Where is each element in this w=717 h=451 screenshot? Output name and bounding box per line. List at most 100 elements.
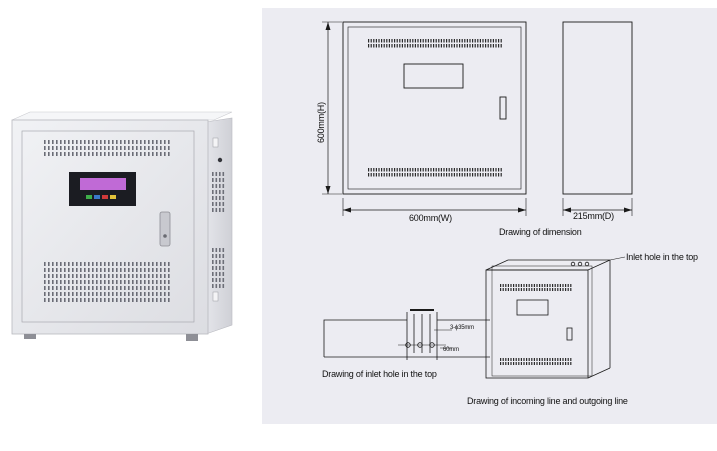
vent-slot (120, 140, 122, 144)
vent-slot (148, 146, 150, 150)
vent-slot (152, 140, 154, 144)
vent-slot (120, 262, 122, 266)
vent-slot (539, 284, 541, 287)
vent-slot (72, 280, 74, 284)
vent-slot (541, 288, 543, 291)
vent-slot (144, 274, 146, 278)
vent-slot (414, 44, 416, 48)
vent-slot (64, 292, 66, 296)
vent-slot (541, 358, 543, 361)
vent-slot (132, 152, 134, 156)
vent-slot (472, 44, 474, 48)
vent-slot (136, 146, 138, 150)
vent-slot (513, 358, 515, 361)
vent-slot (80, 262, 82, 266)
vent-slot (386, 173, 388, 177)
vent-slot (430, 173, 432, 177)
vent-slot (567, 362, 569, 365)
vent-slot (128, 262, 130, 266)
vent-slot (92, 274, 94, 278)
vent-slot (492, 44, 494, 48)
vent-slot (96, 268, 98, 272)
vent-slot (498, 168, 500, 172)
vent-slot (523, 284, 525, 287)
vent-slot (92, 292, 94, 296)
vent-slot (513, 284, 515, 287)
vent-slot (570, 288, 572, 291)
vent-slot (100, 146, 102, 150)
vent-slot (451, 39, 453, 43)
vent-slot (156, 286, 158, 290)
vent-slot (80, 292, 82, 296)
vent-slot (44, 152, 46, 156)
vent-slot (554, 288, 556, 291)
vent-slot (368, 39, 370, 43)
vent-slot (474, 39, 476, 43)
vent-slot (212, 248, 214, 252)
vent-slot (132, 280, 134, 284)
vent-slot (474, 44, 476, 48)
vent-slot (92, 146, 94, 150)
vent-slot (485, 44, 487, 48)
vent-slot (156, 280, 158, 284)
vent-slot (215, 248, 218, 252)
vent-slot (222, 178, 225, 182)
vent-slot (116, 274, 118, 278)
vent-slot (438, 44, 440, 48)
vent-slot (124, 146, 126, 150)
vent-slot (391, 39, 393, 43)
vent-slot (116, 146, 118, 150)
vent-slot (136, 280, 138, 284)
side-socket-lower (212, 291, 219, 302)
vent-slot (474, 173, 476, 177)
vent-slot (381, 39, 383, 43)
vent-slot (88, 262, 90, 266)
vent-slot (116, 268, 118, 272)
vent-slot (448, 44, 450, 48)
vent-slot (108, 274, 110, 278)
vent-slot (104, 146, 106, 150)
cabinet-foot-left (24, 334, 36, 339)
vent-slot (148, 140, 150, 144)
drawing-dimension-caption: Drawing of dimension (499, 227, 582, 237)
vent-slot (557, 288, 559, 291)
vent-slot (120, 274, 122, 278)
vent-slot (152, 298, 154, 302)
vent-slot (472, 173, 474, 177)
vent-slot (433, 39, 435, 43)
vent-slot (570, 362, 572, 365)
vent-slot (485, 173, 487, 177)
depth-dimension-label: 215mm(D) (573, 211, 614, 221)
vent-slot (112, 262, 114, 266)
vent-slot (156, 298, 158, 302)
door-handle (159, 211, 171, 247)
vent-slot (498, 39, 500, 43)
iso-bottom-vent (500, 358, 572, 365)
vent-slot (215, 184, 218, 188)
vent-slot (448, 173, 450, 177)
vent-slot (370, 44, 372, 48)
vent-slot (401, 39, 403, 43)
vent-slot (108, 140, 110, 144)
vent-slot (96, 274, 98, 278)
vent-slot (425, 168, 427, 172)
vent-slot (505, 288, 507, 291)
front-view-handle (499, 96, 507, 120)
vent-slot (72, 140, 74, 144)
vent-slot (533, 288, 535, 291)
vent-slot (96, 292, 98, 296)
vent-slot (164, 292, 166, 296)
vent-slot (222, 254, 225, 258)
vent-slot (52, 262, 54, 266)
vent-slot (500, 284, 502, 287)
vent-slot (168, 280, 170, 284)
vent-slot (120, 268, 122, 272)
vent-slot (222, 278, 225, 282)
vent-slot (212, 172, 214, 176)
vent-slot (388, 173, 390, 177)
vent-slot (52, 140, 54, 144)
vent-slot (427, 39, 429, 43)
vent-slot (552, 288, 554, 291)
vent-slot (108, 280, 110, 284)
vent-slot (500, 173, 502, 177)
